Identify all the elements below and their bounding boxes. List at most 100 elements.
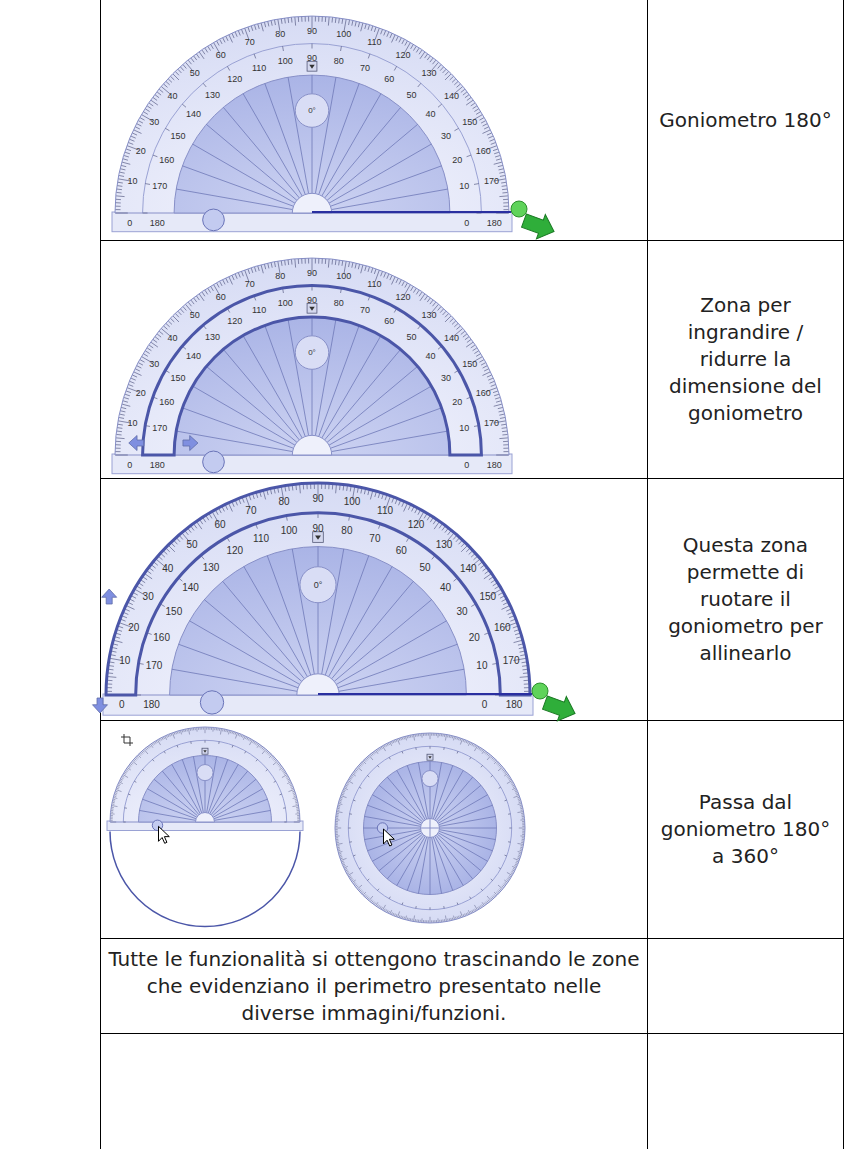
tick xyxy=(481,121,485,123)
tick xyxy=(335,260,337,265)
tick xyxy=(231,732,233,734)
tick xyxy=(338,850,340,852)
tick xyxy=(369,896,373,900)
tick xyxy=(159,739,160,741)
tick xyxy=(113,799,115,801)
tick xyxy=(447,919,448,921)
tick xyxy=(467,98,471,101)
tick xyxy=(499,195,507,197)
tick xyxy=(503,444,508,445)
crop-icon-stroke xyxy=(121,734,133,746)
tick xyxy=(471,910,473,912)
tick xyxy=(377,765,379,767)
tick xyxy=(257,744,258,746)
tick xyxy=(229,35,233,43)
scale-number: 110 xyxy=(253,534,269,544)
tick xyxy=(352,21,353,26)
radial-line xyxy=(243,336,302,438)
inner-region xyxy=(174,75,450,213)
tick xyxy=(115,794,117,796)
tick xyxy=(518,851,522,853)
tick xyxy=(292,791,294,793)
tick xyxy=(498,885,502,889)
table-cell-text: Goniometro 180° xyxy=(648,0,843,240)
scale-number: 170 xyxy=(484,177,499,186)
ring-ticks xyxy=(143,44,482,213)
tick xyxy=(418,83,421,87)
tick xyxy=(277,763,279,764)
tick xyxy=(456,738,458,740)
tick xyxy=(398,739,400,744)
tick xyxy=(164,751,165,753)
tick xyxy=(208,46,211,50)
tick xyxy=(263,749,264,751)
scale-number: 180 xyxy=(150,219,165,228)
tick xyxy=(513,858,518,860)
tick xyxy=(438,104,442,107)
base-bar xyxy=(112,212,512,232)
radial-line xyxy=(243,94,302,196)
scale-ticks xyxy=(111,728,300,823)
tick xyxy=(482,750,483,752)
tick xyxy=(296,803,298,804)
tick xyxy=(396,740,398,742)
tick xyxy=(370,491,372,500)
tick xyxy=(155,337,159,340)
tick xyxy=(366,759,367,761)
tick xyxy=(344,866,347,868)
tick xyxy=(467,155,472,157)
tick xyxy=(132,763,134,764)
tick xyxy=(518,798,520,800)
table-border xyxy=(100,240,844,241)
tick xyxy=(498,165,503,166)
scale-number: 180 xyxy=(150,461,165,470)
scale-number: 20 xyxy=(452,156,462,165)
scale-number: 80 xyxy=(334,56,344,65)
tick xyxy=(503,448,508,449)
scale-number: 180 xyxy=(506,700,523,710)
tick xyxy=(162,738,164,740)
direction-arrow xyxy=(129,436,144,451)
tick xyxy=(273,758,275,759)
tick xyxy=(205,290,208,294)
scale-number: 90 xyxy=(307,54,317,63)
tick xyxy=(475,745,476,747)
tick xyxy=(371,900,372,902)
scale-number: 160 xyxy=(159,156,174,165)
tick xyxy=(416,734,417,736)
scale-number: 170 xyxy=(484,419,499,428)
tick xyxy=(253,741,254,743)
tick xyxy=(292,805,298,807)
tick xyxy=(111,815,113,816)
inner-region xyxy=(139,756,272,822)
tick xyxy=(499,172,504,173)
green-handle xyxy=(511,201,527,217)
tick xyxy=(440,67,443,71)
tick xyxy=(387,744,389,746)
tick xyxy=(134,760,136,761)
tick xyxy=(474,183,479,185)
tick xyxy=(251,268,253,273)
scale-number: 120 xyxy=(396,293,411,302)
tick xyxy=(294,795,296,797)
tick xyxy=(144,112,148,115)
tick xyxy=(453,737,455,741)
tick xyxy=(449,918,450,920)
radial-line xyxy=(223,349,299,440)
tick xyxy=(381,907,382,909)
tick xyxy=(305,17,306,22)
tick xyxy=(188,60,191,64)
handle-triangle xyxy=(203,750,206,752)
tick xyxy=(386,745,387,747)
tick xyxy=(368,898,369,900)
tick xyxy=(230,731,232,733)
tick xyxy=(178,311,181,315)
tick xyxy=(444,919,445,921)
table-border xyxy=(843,0,844,1149)
tick xyxy=(112,805,118,807)
tick xyxy=(366,896,367,898)
tick xyxy=(367,758,368,760)
tick xyxy=(426,920,427,922)
tick xyxy=(235,32,237,37)
scale-number: 50 xyxy=(406,90,416,99)
